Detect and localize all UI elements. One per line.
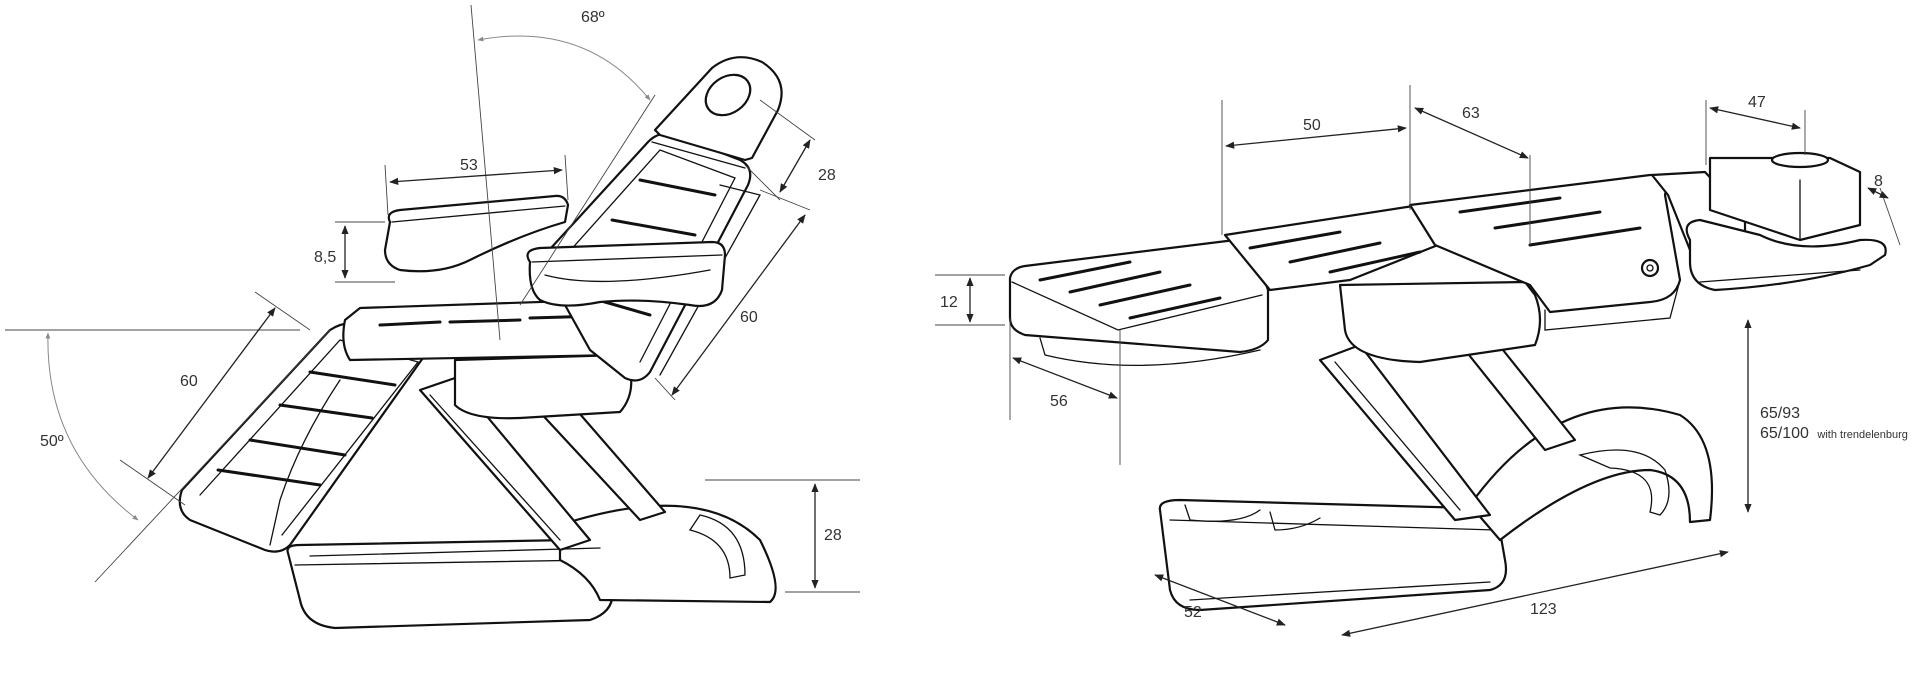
label-mattress-thickness: 12 xyxy=(940,294,958,311)
label-height-trend: 65/100 xyxy=(1760,425,1809,442)
right-chair-view: 50 63 47 8 12 56 65/93 65/100 with trend… xyxy=(935,85,1908,637)
armrest-front-left xyxy=(526,240,727,308)
label-base-width: 52 xyxy=(1184,604,1202,621)
seat-section-right xyxy=(1223,203,1542,364)
label-head-section: 47 xyxy=(1748,94,1766,111)
label-height-trend-line: 65/100 with trendelenburg xyxy=(1760,425,1908,442)
label-headrest-length: 28 xyxy=(818,167,836,184)
label-leg-width: 56 xyxy=(1050,393,1068,410)
left-dimension-lines xyxy=(5,4,860,593)
label-seat-height: 28 xyxy=(824,527,842,544)
label-height-trend-note: with trendelenburg xyxy=(1816,429,1908,441)
chair-base-right xyxy=(1158,406,1714,612)
right-dimension-lines xyxy=(935,85,1901,637)
label-head-thickness: 8 xyxy=(1874,173,1883,190)
label-middle-section: 63 xyxy=(1462,105,1480,122)
label-backrest-section: 50 xyxy=(1303,117,1321,134)
left-chair-view: 68º 50º 53 8,5 28 60 60 28 xyxy=(5,4,860,630)
head-section-right xyxy=(1650,151,1887,292)
chair-base-left xyxy=(286,504,777,630)
lift-mechanism-right xyxy=(1318,338,1577,522)
label-height-range: 65/93 xyxy=(1760,405,1800,422)
label-backrest-length: 60 xyxy=(740,309,758,326)
label-armrest-width: 53 xyxy=(460,157,478,174)
label-angle-back: 68º xyxy=(581,9,605,26)
label-armrest-height: 8,5 xyxy=(314,249,336,266)
headrest-left xyxy=(651,56,783,169)
leg-section-right xyxy=(1008,238,1270,367)
label-total-length: 123 xyxy=(1530,601,1557,618)
armrest-back-left xyxy=(383,194,570,273)
label-angle-leg: 50º xyxy=(40,433,64,450)
label-legrest-length: 60 xyxy=(180,373,198,390)
seat-left xyxy=(342,298,633,420)
